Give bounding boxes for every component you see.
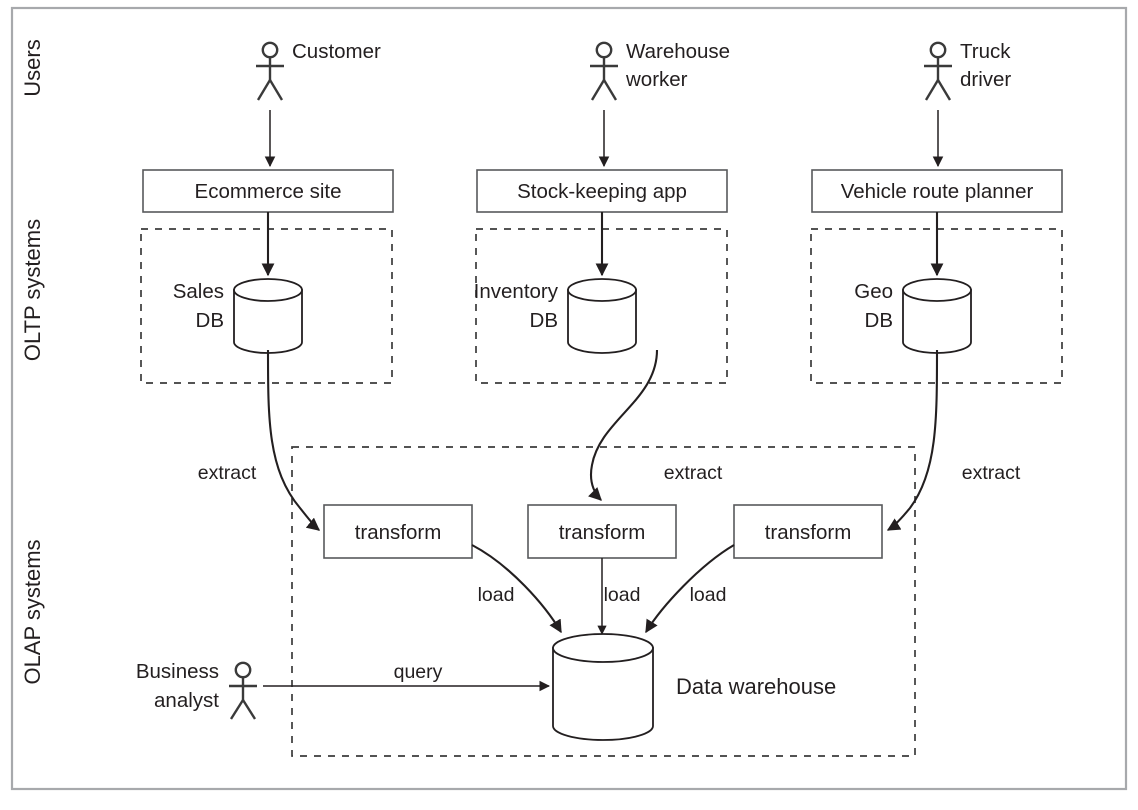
swimlane-label-users: Users (20, 39, 45, 96)
actor-label-truck-driver-line1: Truck (960, 40, 1011, 63)
transform-box-right[interactable]: transform (733, 504, 883, 559)
app-box-stock-keeping[interactable]: Stock-keeping app (476, 169, 728, 213)
database-label-data-warehouse: Data warehouse (676, 674, 836, 699)
database-cylinder-icon (233, 278, 303, 354)
edge-label-load-left: load (478, 584, 515, 606)
app-label-stock-keeping: Stock-keeping app (517, 180, 687, 203)
database-label-inventory-line1: Inventory (474, 280, 559, 303)
database-cylinder-icon (552, 633, 654, 741)
actor-label-warehouse-worker-line2: worker (625, 68, 688, 91)
actor-truck-driver: Truck driver (924, 40, 1011, 101)
actor-label-customer: Customer (292, 40, 381, 63)
edge-label-load-middle: load (604, 584, 641, 606)
database-label-sales-line1: Sales (173, 280, 224, 303)
actor-business-analyst: Business analyst (136, 660, 257, 720)
database-data-warehouse: Data warehouse (552, 633, 836, 741)
transform-box-middle[interactable]: transform (527, 504, 677, 559)
actor-label-business-analyst-line1: Business (136, 660, 219, 683)
oltp-group-vehicle-route (810, 228, 1063, 384)
oltp-group-ecommerce (140, 228, 393, 384)
stick-figure-icon (256, 41, 284, 101)
figure-frame (10, 6, 1128, 791)
database-sales: Sales DB (173, 278, 303, 354)
edge-extract-right (886, 349, 939, 531)
actor-label-truck-driver-line2: driver (960, 68, 1011, 91)
app-label-ecommerce: Ecommerce site (195, 180, 342, 203)
actor-customer: Customer (256, 40, 381, 101)
stick-figure-icon (229, 661, 257, 720)
transform-label-right: transform (765, 521, 852, 544)
olap-group-container (291, 446, 916, 757)
actor-label-warehouse-worker-line1: Warehouse (626, 40, 730, 63)
edge-label-extract-right: extract (962, 462, 1021, 484)
edge-load-right (645, 544, 735, 634)
database-cylinder-icon (902, 278, 972, 354)
database-label-geo-line2: DB (865, 309, 893, 332)
app-box-ecommerce[interactable]: Ecommerce site (142, 169, 394, 213)
stick-figure-icon (924, 41, 952, 101)
transform-label-middle: transform (559, 521, 646, 544)
edge-label-extract-left: extract (198, 462, 257, 484)
swimlane-label-oltp: OLTP systems (20, 219, 45, 361)
edge-extract-middle (588, 349, 659, 501)
transform-box-left[interactable]: transform (323, 504, 473, 559)
edge-label-extract-middle: extract (664, 462, 723, 484)
actor-warehouse-worker: Warehouse worker (590, 40, 730, 101)
database-label-inventory-line2: DB (530, 309, 558, 332)
database-geo: Geo DB (854, 278, 972, 354)
edge-extract-left (266, 349, 321, 531)
stick-figure-icon (590, 41, 618, 101)
app-label-vehicle-route: Vehicle route planner (841, 180, 1034, 203)
database-label-sales-line2: DB (196, 309, 224, 332)
transform-label-left: transform (355, 521, 442, 544)
database-inventory: Inventory DB (474, 278, 637, 354)
swimlane-label-olap: OLAP systems (20, 539, 45, 684)
database-label-geo-line1: Geo (854, 280, 893, 303)
oltp-group-stock-keeping (475, 228, 728, 384)
edge-load-left (471, 544, 562, 634)
edge-label-query: query (394, 661, 443, 683)
actor-label-business-analyst-line2: analyst (154, 689, 219, 712)
app-box-vehicle-route[interactable]: Vehicle route planner (811, 169, 1063, 213)
database-cylinder-icon (567, 278, 637, 354)
edge-label-load-right: load (690, 584, 727, 606)
